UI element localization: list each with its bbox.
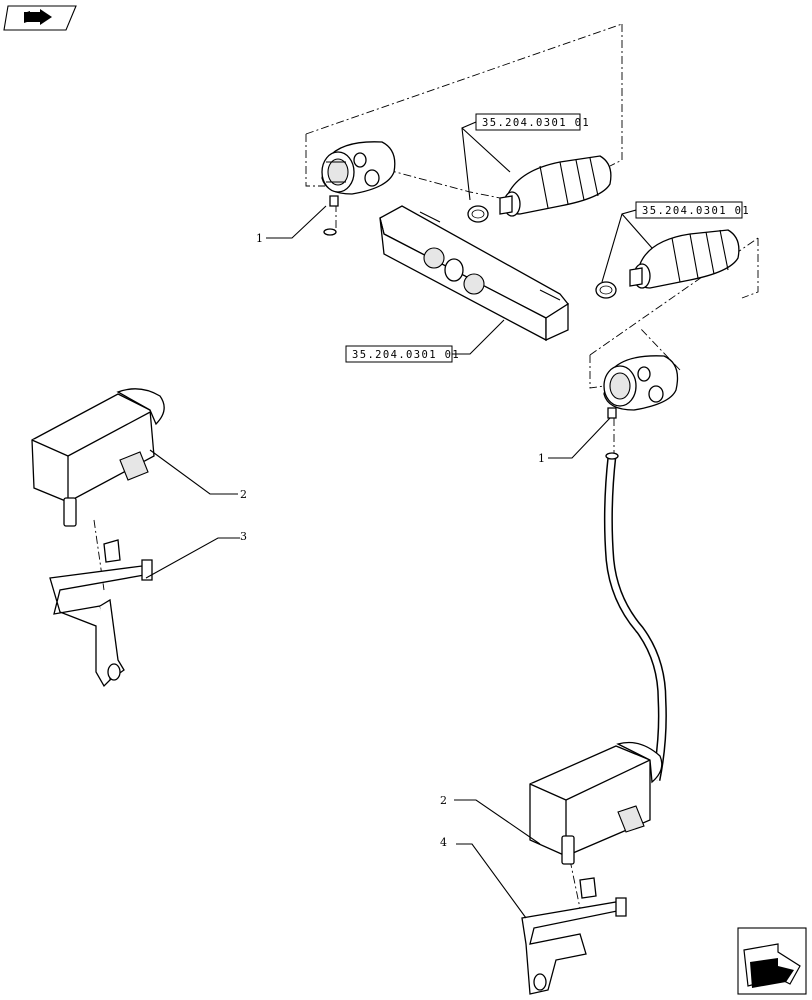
reference-label-top: 35.204.0301 01: [482, 117, 590, 129]
cable-right: [603, 452, 667, 781]
connector-cap-right: [603, 355, 679, 419]
reference-label-block: 35.204.0301 01: [352, 349, 460, 361]
assembly-guide-lines: [93, 23, 759, 919]
mounting-block: [379, 205, 569, 342]
callout-4: 4: [440, 836, 447, 849]
reference-box-block[interactable]: 35.204.0301 01: [345, 345, 460, 363]
callout-1-right: 1: [538, 452, 545, 465]
reference-box-mid[interactable]: 35.204.0301 01: [635, 201, 750, 219]
reference-box-top[interactable]: 35.204.0301 01: [475, 113, 590, 131]
page-arrow-icon[interactable]: [737, 927, 807, 995]
callout-3: 3: [240, 530, 247, 543]
leader-lines: [145, 121, 653, 919]
callout-1-left: 1: [256, 232, 263, 245]
connector-cap-left: [321, 141, 396, 207]
coupler-lower: [595, 229, 740, 299]
callout-2-left: 2: [240, 488, 247, 501]
bracket-right: [521, 877, 627, 995]
callout-2-right: 2: [440, 794, 447, 807]
cable-left: [168, 228, 337, 423]
connector-housing-left: [31, 388, 165, 527]
reference-label-mid: 35.204.0301 01: [642, 205, 750, 217]
bracket-left: [49, 539, 153, 688]
connector-housing-right: [529, 741, 663, 865]
book-arrow-icon[interactable]: [3, 5, 77, 31]
coupler-upper: [467, 155, 612, 223]
